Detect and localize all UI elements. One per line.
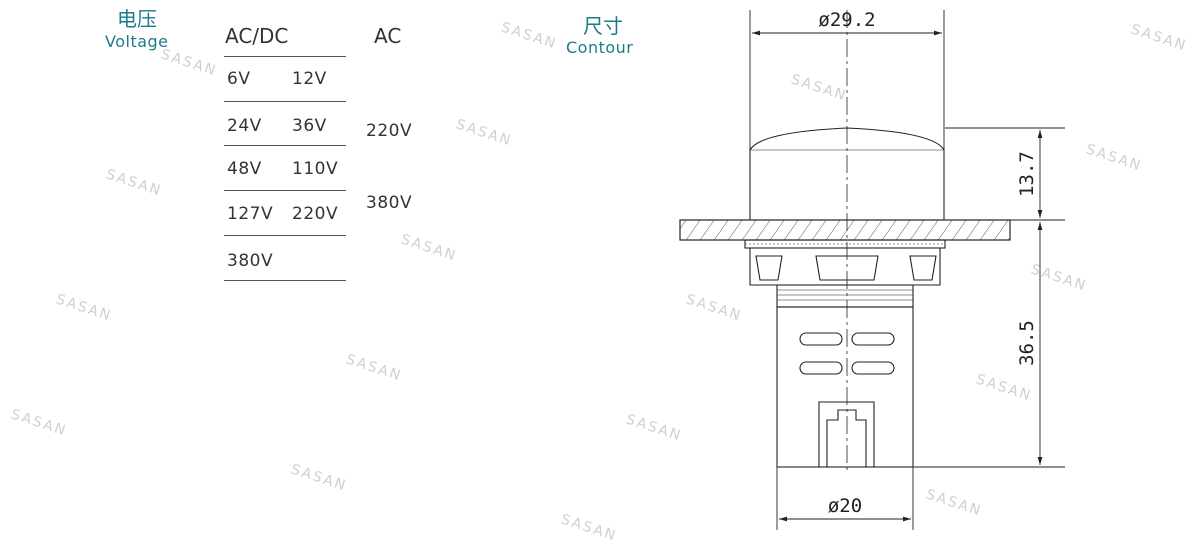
indicator-light-outline <box>679 10 1011 470</box>
table-rule <box>224 145 346 146</box>
contour-label-cn: 尺寸 <box>583 14 623 38</box>
table-rule <box>224 190 346 191</box>
dimension-lines <box>749 10 1065 530</box>
table-cell: 24V <box>227 116 262 136</box>
table-cell: 110V <box>292 159 339 179</box>
table-cell: 12V <box>292 69 327 89</box>
table-rule <box>224 280 346 281</box>
column-header-ac: AC <box>374 24 402 48</box>
table-cell: 380V <box>227 251 274 271</box>
table-rule <box>224 56 346 57</box>
table-rule <box>224 235 346 236</box>
contour-label-en: Contour <box>566 38 634 57</box>
dimension-cap-height: 13.7 <box>1016 151 1038 197</box>
dimension-body-height: 36.5 <box>1016 320 1038 366</box>
column-header-acdc: AC/DC <box>225 24 289 48</box>
table-cell: 127V <box>227 204 274 224</box>
ac-value: 380V <box>366 193 413 213</box>
voltage-label-en: Voltage <box>105 32 169 51</box>
table-cell: 220V <box>292 204 339 224</box>
table-cell: 36V <box>292 116 327 136</box>
table-cell: 6V <box>227 69 251 89</box>
dimension-top-diameter: ø29.2 <box>818 9 875 31</box>
ac-value: 220V <box>366 121 413 141</box>
table-rule <box>224 101 346 102</box>
table-cell: 48V <box>227 159 262 179</box>
voltage-label-cn: 电压 <box>117 7 157 31</box>
dimension-bottom-diameter: ø20 <box>828 495 862 517</box>
